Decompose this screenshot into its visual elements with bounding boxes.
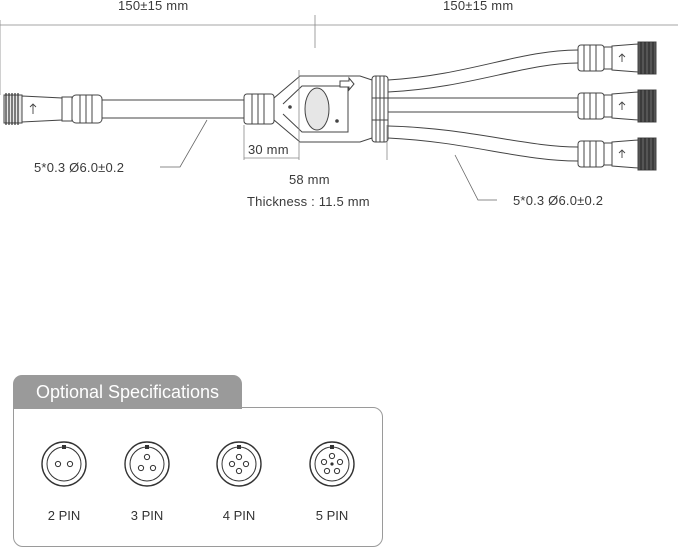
junction-body: [273, 75, 389, 143]
pin-option-3: 3 PIN: [107, 440, 187, 523]
4-pin-connector-icon: [216, 441, 262, 487]
cable-left-spec-label: 5*0.3 Ø6.0±0.2: [34, 160, 125, 175]
pin-option-5: 5 PIN: [292, 440, 372, 523]
junction-width-label: 58 mm: [289, 172, 330, 187]
leader-lines: [160, 119, 497, 201]
pin-label: 3 PIN: [130, 508, 164, 523]
right-connectors: [577, 41, 657, 171]
junction-dimension-markers: [243, 70, 388, 160]
cable-right-spec-label: 5*0.3 Ø6.0±0.2: [513, 193, 604, 208]
pin-label: 2 PIN: [47, 508, 81, 523]
thickness-label: Thickness : 11.5 mm: [247, 194, 370, 209]
5-pin-connector-icon: [309, 441, 355, 487]
2-pin-connector-icon: [41, 441, 87, 487]
right-connector-middle: [577, 89, 657, 123]
right-connector-bottom: [577, 137, 657, 171]
junction-inner-width-label: 30 mm: [248, 142, 289, 157]
optional-specifications-title: Optional Specifications: [13, 375, 242, 409]
pin-option-2: 2 PIN: [24, 440, 104, 523]
3-pin-connector-icon: [124, 441, 170, 487]
pin-label: 4 PIN: [222, 508, 256, 523]
optional-specifications-panel: [13, 407, 383, 547]
left-cable: [102, 99, 244, 119]
left-length-label: 150±15 mm: [118, 0, 189, 13]
branch-cables: [387, 49, 579, 162]
pin-option-4: 4 PIN: [199, 440, 279, 523]
top-dimension-lines: [0, 15, 678, 95]
right-connector-top: [577, 41, 657, 75]
left-connector: [3, 93, 103, 125]
junction-strain-relief: [243, 93, 275, 125]
pin-label: 5 PIN: [315, 508, 349, 523]
splitter-cable-diagram: [0, 15, 678, 201]
right-length-label: 150±15 mm: [443, 0, 514, 13]
